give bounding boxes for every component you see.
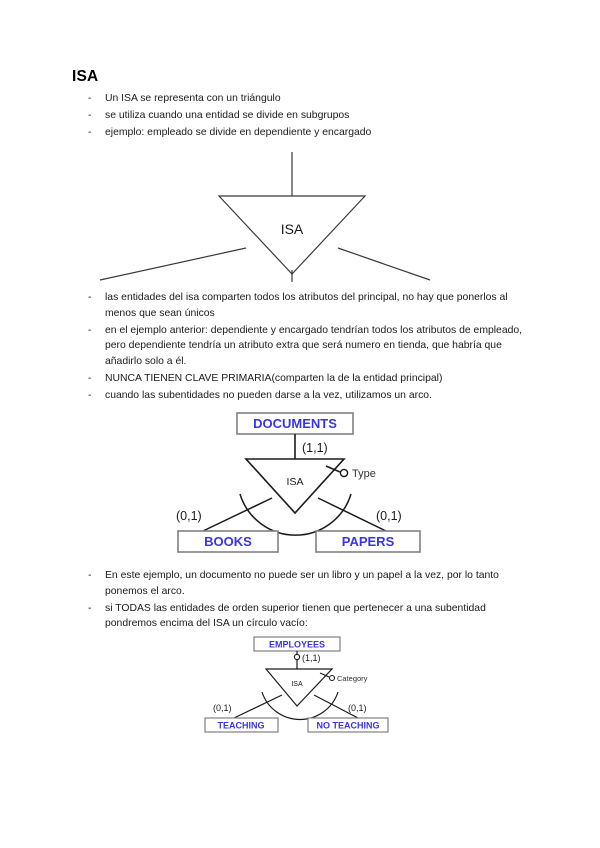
page-title: ISA [72, 68, 99, 85]
isa-triangle [217, 195, 367, 275]
subentity-arm-left [202, 497, 273, 532]
employees-isa-diagram: EMPLOYEES (1,1) ISA Category (0,1) (0,1)… [196, 634, 396, 734]
entity-box-child-right [307, 717, 389, 733]
list-item: - cuando las subentidades no pueden dars… [86, 388, 538, 404]
list-item-text: se utiliza cuando una entidad se divide … [105, 109, 350, 121]
isa-triangle-label: ISA [281, 221, 304, 237]
bullet-list-intro: - Un ISA se representa con un triángulo … [86, 91, 526, 142]
entity-label-parent: EMPLOYEES [269, 640, 325, 650]
subentity-arm-right [317, 497, 387, 532]
subentity-arm-left [99, 247, 247, 281]
discriminator-connector-line [325, 465, 341, 473]
bullet-marker: - [88, 570, 92, 581]
cardinality-label-child-right: (0,1) [348, 703, 367, 713]
list-item-text: si TODAS las entidades de orden superior… [105, 602, 486, 630]
bullet-marker: - [88, 324, 92, 336]
list-item: - las entidades del isa comparten todos … [86, 290, 538, 321]
list-item: - en el ejemplo anterior: dependiente y … [86, 323, 538, 370]
subentity-arm-right [313, 694, 359, 719]
entity-label-child-right: PAPERS [342, 534, 395, 549]
entity-label-parent: DOCUMENTS [253, 416, 337, 431]
list-item: - se utiliza cuando una entidad se divid… [86, 108, 526, 124]
cardinality-label-parent: (1,1) [302, 653, 321, 663]
list-item: - NUNCA TIENEN CLAVE PRIMARIA(comparten … [86, 371, 538, 387]
entity-box-child-left [204, 717, 279, 733]
cardinality-label-child-right: (0,1) [376, 509, 402, 523]
list-item-text: Un ISA se representa con un triángulo [105, 93, 281, 104]
entity-box-child-left [177, 530, 279, 553]
list-item: - En este ejemplo, un documento no puede… [86, 568, 538, 599]
list-item-text: NUNCA TIENEN CLAVE PRIMARIA(comparten la… [105, 372, 443, 384]
discriminator-connector-line [319, 672, 330, 678]
entity-label-child-left: TEACHING [218, 721, 265, 731]
bullet-marker: - [88, 372, 92, 384]
exclusivity-arc [239, 493, 352, 536]
cardinality-label-parent: (1,1) [302, 441, 328, 455]
bullet-marker: - [88, 93, 92, 104]
list-item-text: cuando las subentidades no pueden darse … [105, 389, 432, 401]
cardinality-label-child-left: (0,1) [213, 703, 232, 713]
bullet-list-arc: - En este ejemplo, un documento no puede… [86, 568, 538, 633]
bullet-marker: - [88, 292, 92, 303]
isa-triangle-label: ISA [291, 681, 303, 688]
discriminator-circle [339, 468, 349, 478]
bullet-list-attributes: - las entidades del isa comparten todos … [86, 290, 538, 405]
entity-label-child-right: NO TEACHING [317, 721, 380, 731]
entity-label-child-left: BOOKS [204, 534, 252, 549]
list-item-text: las entidades del isa comparten todos lo… [105, 292, 508, 319]
isa-triangle [264, 668, 334, 707]
entity-box-child-right [315, 530, 421, 553]
discriminator-label: Category [337, 674, 368, 683]
bullet-marker: - [88, 389, 92, 401]
bullet-marker: - [88, 602, 92, 614]
discriminator-circle [328, 674, 336, 682]
cardinality-label-child-left: (0,1) [176, 509, 202, 523]
list-item: - si TODAS las entidades de orden superi… [86, 601, 538, 632]
list-item-text: En este ejemplo, un documento no puede s… [105, 570, 499, 597]
subentity-arm-right [337, 247, 431, 281]
list-item: - Un ISA se representa con un triángulo [86, 91, 526, 107]
subentity-arm-left [233, 694, 283, 719]
isa-basic-diagram: ISA [99, 152, 431, 282]
discriminator-label: Type [352, 468, 376, 480]
total-participation-circle [293, 653, 301, 661]
isa-triangle [244, 458, 346, 515]
list-item-text: en el ejemplo anterior: dependiente y en… [105, 324, 523, 367]
list-item: - ejemplo: empleado se divide en dependi… [86, 125, 526, 141]
bullet-marker: - [88, 109, 92, 121]
list-item-text: ejemplo: empleado se divide en dependien… [105, 126, 372, 138]
bullet-marker: - [88, 126, 92, 138]
isa-triangle-label: ISA [287, 476, 304, 488]
documents-isa-diagram: DOCUMENTS (1,1) ISA Type (0,1) (0,1) BOO… [160, 408, 450, 553]
